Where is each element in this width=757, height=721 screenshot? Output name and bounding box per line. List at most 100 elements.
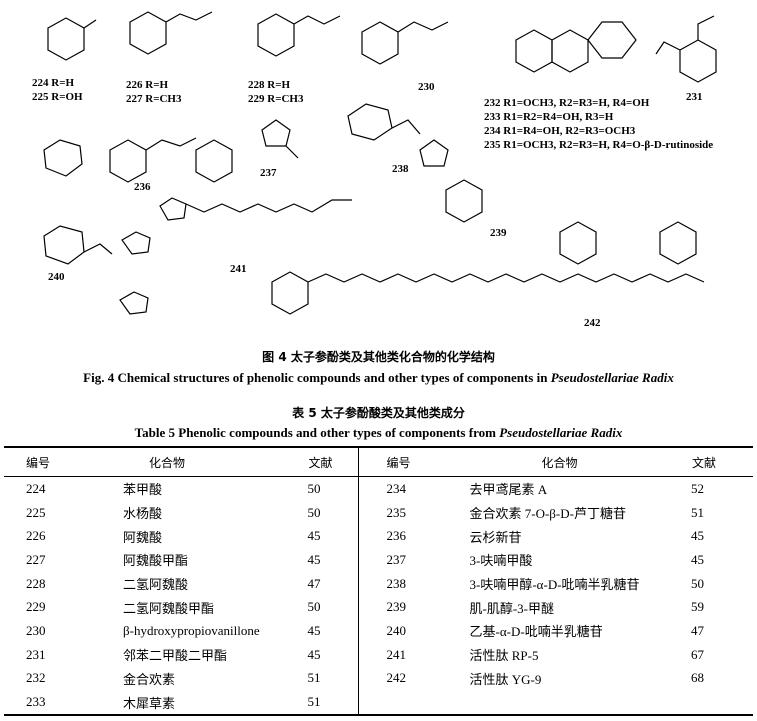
cell-id: 232 xyxy=(26,670,46,686)
table-row: 233 木犀草素 51 xyxy=(4,690,753,715)
label-230: 230 xyxy=(418,81,435,93)
table-row: 227 阿魏酸甲酯 45 237 3-呋喃甲酸 45 xyxy=(4,548,753,572)
header-name: 化合物 xyxy=(149,455,186,470)
cell-id: 236 xyxy=(357,524,444,549)
table-row: 224 苯甲酸 50 234 去甲鸢尾素 A 52 xyxy=(4,476,753,501)
label-234: 234 R1=R4=OH, R2=R3=OCH3 xyxy=(484,125,636,137)
cell-id: 242 xyxy=(357,666,444,691)
cell-name: 阿魏酸甲酯 xyxy=(123,553,189,569)
cell-ref: 51 xyxy=(691,504,704,520)
cell-name: 活性肽 YG-9 xyxy=(469,671,542,687)
label-232: 232 R1=OCH3, R2=R3=H, R4=OH xyxy=(484,97,650,109)
cell-name: 木犀草素 xyxy=(123,695,176,711)
label-240: 240 xyxy=(48,271,65,283)
label-241: 241 xyxy=(230,263,247,275)
cell-ref: 68 xyxy=(691,670,704,686)
label-238: 238 xyxy=(392,163,409,175)
label-224: 224 R=H xyxy=(32,77,74,89)
cell-id: 238 xyxy=(357,571,444,596)
cell-name: 肌-肌醇-3-甲醚 xyxy=(469,600,555,616)
header-name-2: 化合物 xyxy=(541,455,578,470)
cell-id: 240 xyxy=(357,619,444,643)
cell-id: 235 xyxy=(357,500,444,525)
table-row: 229 二氢阿魏酸甲酯 50 239 肌-肌醇-3-甲醚 59 xyxy=(4,595,753,620)
cell-name: 二氢阿魏酸甲酯 xyxy=(123,600,215,616)
header-id-2: 编号 xyxy=(357,447,444,477)
cell-id: 237 xyxy=(357,548,444,572)
cell-id: 225 xyxy=(26,504,46,520)
cell-name: 乙基-α-D-吡喃半乳糖苷 xyxy=(469,624,603,640)
cell-id: 226 xyxy=(26,528,46,544)
label-226: 226 R=H xyxy=(126,79,168,91)
cell-name: 邻苯二甲酸二甲酯 xyxy=(123,648,228,664)
header-ref-2: 文献 xyxy=(692,455,717,470)
cell-id: 224 xyxy=(26,480,46,496)
cell-ref: 50 xyxy=(691,575,704,591)
cell-name: 金合欢素 xyxy=(123,671,176,687)
table-caption-cn: 表 5 太子参酚酸类及其他类成分 xyxy=(292,406,465,420)
figure-caption-en: Fig. 4 Chemical structures of phenolic c… xyxy=(83,370,674,385)
cell-name: 二氢阿魏酸 xyxy=(123,577,189,593)
cell-name: 苯甲酸 xyxy=(123,482,163,498)
cell-ref: 50 xyxy=(307,599,321,615)
cell-ref: 45 xyxy=(307,646,321,662)
header-ref: 文献 xyxy=(308,455,333,470)
cell-name: 去甲鸢尾素 A xyxy=(469,482,548,498)
cell-ref: 52 xyxy=(691,480,704,496)
cell-ref: 50 xyxy=(307,504,321,520)
header-id: 编号 xyxy=(26,455,51,470)
cell-name: β-hydroxypropiovanillone xyxy=(123,622,260,638)
cell-ref: 51 xyxy=(307,670,321,686)
cell-ref: 67 xyxy=(691,646,704,662)
label-237: 237 xyxy=(260,167,277,179)
cell-ref: 51 xyxy=(307,694,321,710)
cell-id: 228 xyxy=(26,575,46,591)
cell-ref: 50 xyxy=(307,480,321,496)
cell-name: 3-呋喃甲醇-α-D-吡喃半乳糖苷 xyxy=(469,577,640,593)
table-row: 230 β-hydroxypropiovanillone 45 240 乙基-α-D-吡… xyxy=(4,619,753,643)
cell-id: 230 xyxy=(26,622,46,638)
cell-ref: 45 xyxy=(691,551,704,567)
cell-name: 阿魏酸 xyxy=(123,529,163,545)
table-row: 231 邻苯二甲酸二甲酯 45 241 活性肽 RP-5 67 xyxy=(4,642,753,667)
cell-name: 金合欢素 7-O-β-D-芦丁糖苷 xyxy=(469,506,626,522)
cell-id: 241 xyxy=(357,642,444,667)
table-row: 228 二氢阿魏酸 47 238 3-呋喃甲醇-α-D-吡喃半乳糖苷 50 xyxy=(4,571,753,596)
table-row: 225 水杨酸 50 235 金合欢素 7-O-β-D-芦丁糖苷 51 xyxy=(4,500,753,525)
label-242: 242 xyxy=(584,317,601,329)
cell-name: 活性肽 RP-5 xyxy=(469,648,539,664)
cell-ref xyxy=(691,690,753,715)
label-227: 227 R=CH3 xyxy=(126,93,182,105)
label-233: 233 R1=R2=R4=OH, R3=H xyxy=(484,111,614,123)
cell-name: 云杉新苷 xyxy=(469,529,522,545)
label-235: 235 R1=OCH3, R2=R3=H, R4=O-β-D-rutinosid… xyxy=(484,139,713,151)
cell-name xyxy=(444,690,691,715)
cell-ref: 45 xyxy=(307,622,321,638)
cell-id xyxy=(357,690,444,715)
table-row: 232 金合欢素 51 242 活性肽 YG-9 68 xyxy=(4,666,753,691)
cell-ref: 59 xyxy=(691,599,704,615)
chemical-structures-figure: 224 R=H 225 R=OH 226 R=H 227 R=CH3 228 R… xyxy=(32,11,717,329)
label-239: 239 xyxy=(490,227,507,239)
cell-name: 水杨酸 xyxy=(123,506,163,522)
label-229: 229 R=CH3 xyxy=(248,93,304,105)
table-header-row: 编号 化合物 文献 编号 化合物 文献 xyxy=(4,447,753,477)
label-228: 228 R=H xyxy=(248,79,290,91)
cell-id: 239 xyxy=(357,595,444,620)
label-236: 236 xyxy=(134,181,151,193)
cell-ref: 45 xyxy=(307,551,321,567)
figure-caption-cn: 图 4 太子参酚类及其他类化合物的化学结构 xyxy=(262,350,495,364)
table-caption-en: Table 5 Phenolic compounds and other typ… xyxy=(134,425,623,440)
cell-id: 233 xyxy=(26,694,46,710)
cell-name: 3-呋喃甲酸 xyxy=(469,553,533,569)
cell-ref: 47 xyxy=(691,622,704,638)
cell-id: 231 xyxy=(26,646,46,662)
compound-table: 编号 化合物 文献 编号 化合物 文献 224 苯甲酸 50 234 去甲鸢尾素 A 52… xyxy=(4,446,753,716)
cell-id: 227 xyxy=(26,551,46,567)
cell-ref: 45 xyxy=(307,528,321,544)
cell-id: 234 xyxy=(357,476,444,501)
label-231: 231 xyxy=(686,91,703,103)
cell-ref: 47 xyxy=(307,575,321,591)
cell-id: 229 xyxy=(26,599,46,615)
